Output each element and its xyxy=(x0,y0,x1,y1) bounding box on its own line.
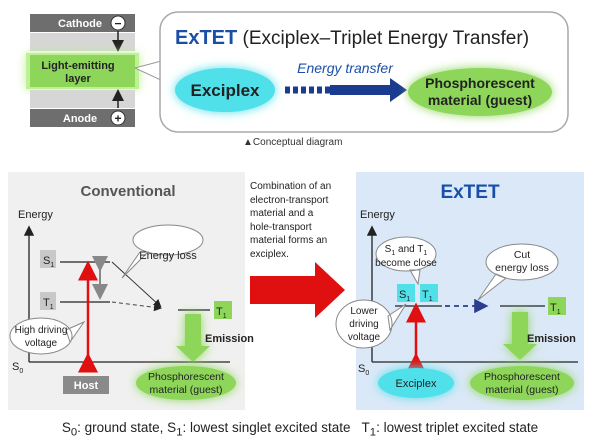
concept-title: ExTET (Exciplex–Triplet Energy Transfer) xyxy=(175,27,529,49)
footer-s1-text: : lowest singlet excited state T xyxy=(182,420,370,435)
extet-emission-arrow xyxy=(503,312,537,360)
high-voltage-bubble xyxy=(9,317,86,355)
exciplex-ellipse xyxy=(175,68,275,112)
extet-guest-t1-label: T1 xyxy=(550,302,561,316)
guest-label-1: Phosphorescent xyxy=(425,75,535,91)
caption-text: Conceptual diagram xyxy=(252,137,343,148)
extet-exciplex-ellipse xyxy=(378,368,454,398)
extet-s1-label: S1 xyxy=(399,289,410,303)
lower-voltage-label-3: voltage xyxy=(348,332,381,343)
energy-loss-bubble xyxy=(121,224,204,279)
plus-icon xyxy=(110,110,126,126)
middle-description: Combination of an electron-transport mat… xyxy=(250,180,358,261)
conventional-panel: Conventional Energy S0 S1 T1 T1 Emission… xyxy=(8,172,254,410)
footer-s0: S xyxy=(61,420,71,435)
extet-title: ExTET xyxy=(440,182,500,203)
cathode-layer xyxy=(30,14,135,32)
host-badge xyxy=(63,376,109,394)
extet-exciplex-label: Exciplex xyxy=(396,378,437,390)
extet-t1-label: T1 xyxy=(422,289,433,303)
extet-guest-ellipse xyxy=(470,366,574,400)
minus-sign: − xyxy=(114,17,121,31)
extet-energy-label: Energy xyxy=(360,209,395,221)
conventional-title: Conventional xyxy=(80,183,175,200)
conv-s1-to-guest xyxy=(111,261,162,308)
guest-ellipse xyxy=(408,68,552,116)
footer-s0-text: : ground state, S xyxy=(77,420,177,435)
legend-footer: S0: ground state, S1: lowest singlet exc… xyxy=(0,420,600,439)
cut-loss-bubble xyxy=(477,243,559,301)
electron-layer xyxy=(30,33,135,51)
hole-layer xyxy=(30,90,135,108)
high-voltage-label-1: High driving xyxy=(15,325,68,336)
close-bubble xyxy=(375,236,437,286)
lower-voltage-label-1: Lower xyxy=(350,306,378,317)
desc-line-3: material and a xyxy=(250,208,314,219)
energy-loss-label: Energy loss xyxy=(139,250,197,262)
desc-line-1: Combination of an xyxy=(250,181,332,192)
plus-sign: + xyxy=(114,112,121,126)
conv-t1-to-guest xyxy=(111,301,162,312)
cut-loss-label-1: Cut xyxy=(514,249,530,261)
conv-guest-ellipse xyxy=(136,366,236,400)
big-red-arrow xyxy=(250,262,345,318)
energy-transfer-label: Energy transfer xyxy=(297,60,394,76)
diagram-caption: ▲Conceptual diagram xyxy=(243,137,342,148)
close-label-1: S1 and T1 xyxy=(385,244,428,257)
conv-t1-label: T1 xyxy=(43,297,54,311)
transfer-arrow xyxy=(330,78,407,102)
anode-label: Anode xyxy=(63,113,97,125)
device-stack: Cathode − Light-emitting layer Anode + xyxy=(26,14,166,127)
conv-s1-label: S1 xyxy=(43,255,54,269)
extet-guest-label-2: material (guest) xyxy=(486,384,559,396)
desc-line-4: hole-transport xyxy=(250,221,312,233)
emitting-layer xyxy=(30,55,135,87)
close-label-2: become close xyxy=(375,258,437,269)
anode-layer xyxy=(30,109,135,127)
footer-sub0: 0 xyxy=(70,426,78,439)
conv-guest-label-1: Phosphorescent xyxy=(148,371,224,383)
cut-loss-label-2: energy loss xyxy=(495,262,549,274)
lower-voltage-label-2: driving xyxy=(349,319,378,330)
high-voltage-label-2: voltage xyxy=(25,338,58,349)
extet-emission-label: Emission xyxy=(527,333,576,345)
desc-line-2: electron-transport xyxy=(250,194,329,206)
footer-sub1a: 1 xyxy=(176,426,183,439)
emitting-label-2: layer xyxy=(65,73,91,85)
cathode-label: Cathode xyxy=(58,18,102,30)
conv-guest-label-2: material (guest) xyxy=(150,384,223,396)
desc-line-5: material forms an xyxy=(250,235,328,246)
conv-emission-label: Emission xyxy=(205,333,254,345)
conv-guest-t1-label: T1 xyxy=(216,306,227,320)
host-label: Host xyxy=(74,380,99,392)
footer-sub1b: 1 xyxy=(369,426,377,439)
footer-t1-text: : lowest triplet excited state xyxy=(376,420,539,435)
caption-triangle-icon: ▲ xyxy=(243,137,253,148)
conv-s0-label: S0 xyxy=(12,361,23,375)
emitting-label-1: Light-emitting xyxy=(41,60,114,72)
extet-guest-label-1: Phosphorescent xyxy=(484,371,560,383)
extet-panel: ExTET Energy S0 S1 T1 T1 Emission S1 and… xyxy=(335,172,584,410)
extet-s0-label: S0 xyxy=(358,363,369,377)
minus-icon xyxy=(110,15,126,31)
conv-energy-label: Energy xyxy=(18,209,53,221)
concept-callout: ExTET (Exciplex–Triplet Energy Transfer)… xyxy=(159,11,569,133)
exciplex-label: Exciplex xyxy=(191,81,261,100)
conv-emission-arrow xyxy=(176,314,210,362)
lower-voltage-bubble xyxy=(335,299,407,349)
desc-line-6: exciplex. xyxy=(250,248,289,260)
guest-label-2: material (guest) xyxy=(428,92,532,108)
